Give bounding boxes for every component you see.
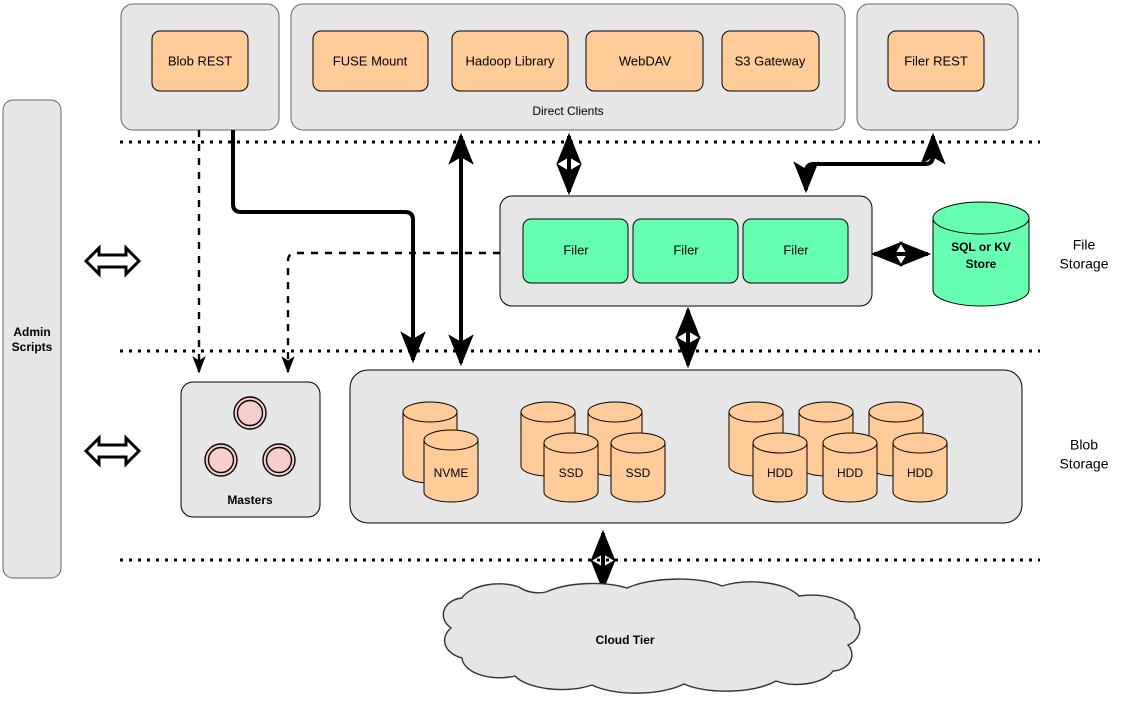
disk-label-hdd-3: HDD — [907, 466, 933, 480]
disk-label-hdd-2: HDD — [837, 466, 863, 480]
admin-scripts-label-line2: Scripts — [12, 340, 53, 354]
client-box-blob-rest[interactable]: Blob REST — [151, 30, 249, 92]
file-storage-label-line2: Storage — [1059, 256, 1108, 272]
admin-to-file-arrow — [83, 244, 142, 278]
disk-label-nvme: NVME — [434, 466, 469, 480]
side-label-blob-storage: Blob Storage — [1059, 437, 1108, 472]
blob-storage-label-line1: Blob — [1070, 437, 1098, 453]
client-label-hadoop-library: Hadoop Library — [466, 53, 555, 68]
blob-storage-group: NVME SSD SSD — [349, 369, 1023, 524]
masters-group[interactable]: Masters — [180, 381, 321, 518]
disk-ssd-front-2: SSD — [610, 432, 666, 503]
disk-group-hdd[interactable]: HDD HDD HDD — [728, 401, 948, 503]
disk-label-ssd-1: SSD — [559, 466, 584, 480]
client-label-fuse-mount: FUSE Mount — [333, 53, 408, 68]
cloud-tier-label: Cloud Tier — [595, 633, 654, 647]
connector-filer-to-masters — [281, 251, 500, 374]
metastore-label-line1: SQL or KV — [951, 240, 1011, 254]
disk-label-ssd-2: SSD — [626, 466, 651, 480]
filer-node-2-label: Filer — [673, 242, 699, 257]
filer-tier-group: Filer Filer Filer — [499, 195, 873, 307]
masters-label: Masters — [227, 493, 273, 507]
client-label-blob-rest: Blob REST — [168, 53, 232, 68]
master-node-1 — [233, 396, 267, 430]
filer-node-1-label: Filer — [563, 242, 589, 257]
file-storage-label-line1: File — [1073, 237, 1096, 253]
admin-scripts-label-line1: Admin — [13, 325, 50, 339]
cloud-tier[interactable]: Cloud Tier — [442, 578, 861, 694]
client-label-webdav: WebDAV — [619, 53, 672, 68]
direct-clients-group: FUSE Mount Hadoop Library WebDAV S3 Gate… — [290, 3, 846, 131]
connector-blob-rest-to-blob-storage — [231, 130, 426, 364]
master-node-3 — [262, 443, 296, 477]
disk-label-hdd-1: HDD — [767, 466, 793, 480]
direct-clients-caption: Direct Clients — [532, 104, 603, 118]
metastore-label-line2: Store — [966, 257, 997, 271]
filer-node-3-label: Filer — [783, 242, 809, 257]
metastore-cylinder[interactable]: SQL or KV Store — [932, 201, 1030, 307]
disk-ssd-front-1: SSD — [543, 432, 599, 503]
blob-storage-label-line2: Storage — [1059, 456, 1108, 472]
client-label-s3-gateway: S3 Gateway — [735, 53, 806, 68]
admin-scripts-panel[interactable]: Admin Scripts — [2, 99, 62, 579]
client-box-filer-rest[interactable]: Filer REST — [887, 30, 985, 92]
blob-rest-group: Blob REST — [120, 3, 280, 131]
filer-node-1[interactable]: Filer — [522, 218, 629, 284]
filer-node-2[interactable]: Filer — [632, 218, 739, 284]
connector-filer-rest-to-filer — [793, 132, 946, 194]
disk-group-ssd[interactable]: SSD SSD — [520, 401, 666, 503]
client-box-webdav[interactable]: WebDAV — [585, 30, 704, 92]
master-node-2 — [204, 443, 238, 477]
filer-node-3[interactable]: Filer — [742, 218, 849, 284]
filer-rest-group: Filer REST — [856, 3, 1019, 131]
disk-hdd-front-1: HDD — [752, 432, 808, 503]
side-label-file-storage: File Storage — [1059, 237, 1108, 272]
client-box-fuse-mount[interactable]: FUSE Mount — [312, 30, 429, 92]
client-box-hadoop-library[interactable]: Hadoop Library — [451, 30, 569, 92]
disk-group-nvme[interactable]: NVME — [402, 401, 479, 503]
disk-hdd-front-3: HDD — [892, 432, 948, 503]
client-label-filer-rest: Filer REST — [904, 53, 968, 68]
disk-nvme-front-1: NVME — [423, 429, 479, 503]
client-box-s3-gateway[interactable]: S3 Gateway — [721, 30, 820, 92]
admin-to-blob-arrow — [83, 434, 142, 468]
disk-hdd-front-2: HDD — [822, 432, 878, 503]
